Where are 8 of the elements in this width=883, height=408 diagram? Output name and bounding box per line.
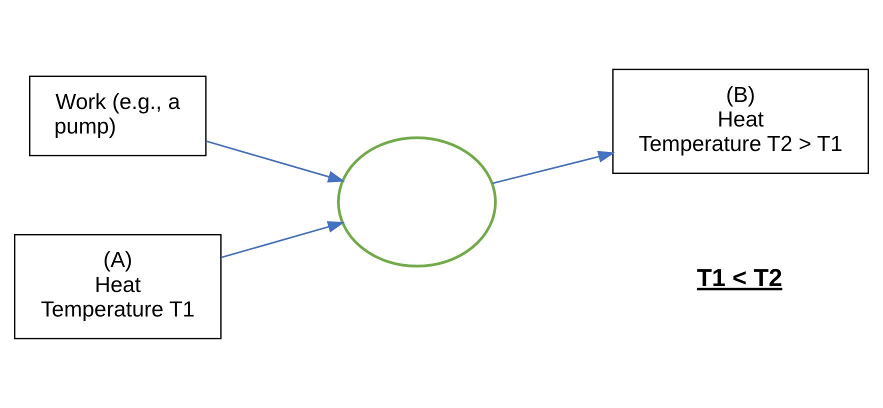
node-box: (B) Heat Temperature T2 > T1 xyxy=(612,68,870,174)
label: T1 < T2 xyxy=(696,264,782,292)
arrow xyxy=(206,140,346,182)
node-circle xyxy=(337,136,497,268)
node-box: (A) Heat Temperature T1 xyxy=(14,234,222,340)
node-box: Work (e.g., a pump) xyxy=(29,76,207,156)
arrow xyxy=(492,150,616,184)
arrow xyxy=(220,221,345,258)
